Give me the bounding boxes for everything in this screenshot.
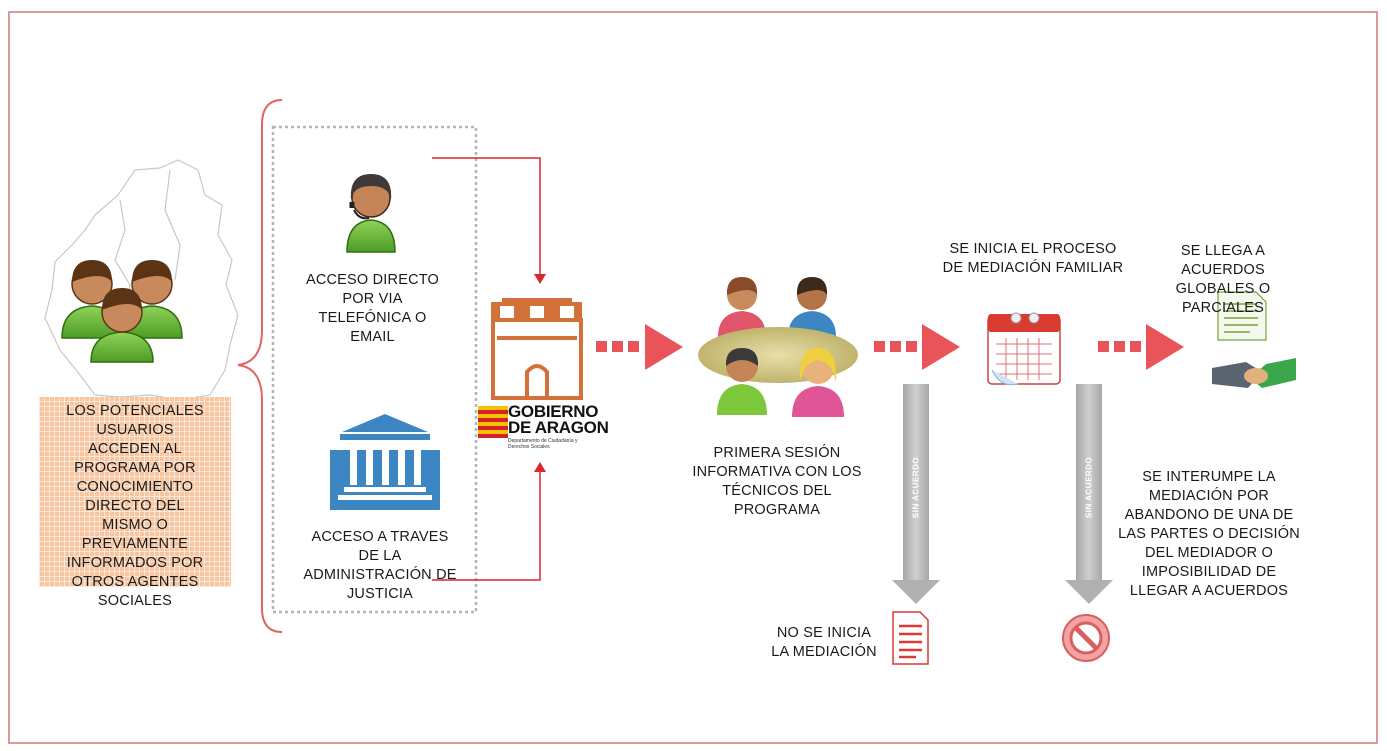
government-building-icon (491, 298, 583, 400)
aragon-flag-icon (478, 406, 508, 438)
meeting-icon (698, 277, 858, 417)
no-agreement-label-right: SIN ACUERDO (1084, 456, 1094, 519)
red-arrowhead-top (534, 274, 546, 284)
courthouse-icon (330, 414, 440, 510)
red-connector-bottom (432, 470, 541, 581)
gray-arrow-no-agreement-right (1065, 384, 1113, 604)
diagram-frame (8, 11, 1378, 744)
flow-arrow-2 (874, 324, 960, 370)
document-icon (892, 611, 929, 665)
handshake-icon (1212, 358, 1296, 388)
curly-brace (237, 99, 283, 633)
no-entry-icon (1062, 614, 1110, 662)
flow-arrow-3 (1098, 324, 1184, 370)
gray-arrow-no-agreement-left (892, 384, 940, 604)
flow-arrow-1 (596, 324, 683, 370)
calendar-icon (987, 312, 1061, 386)
users-group-icon (61, 260, 183, 363)
document-agreement-icon (1217, 291, 1267, 341)
red-arrowhead-bottom (534, 462, 546, 472)
headset-operator-icon (346, 174, 396, 253)
access-options-box (271, 125, 478, 614)
users-info-box (39, 397, 231, 587)
red-connector-top (432, 157, 541, 276)
logo-subtitle: Departamento de Ciudadanía y Derechos So… (508, 438, 578, 450)
no-agreement-label-left: SIN ACUERDO (911, 456, 921, 519)
